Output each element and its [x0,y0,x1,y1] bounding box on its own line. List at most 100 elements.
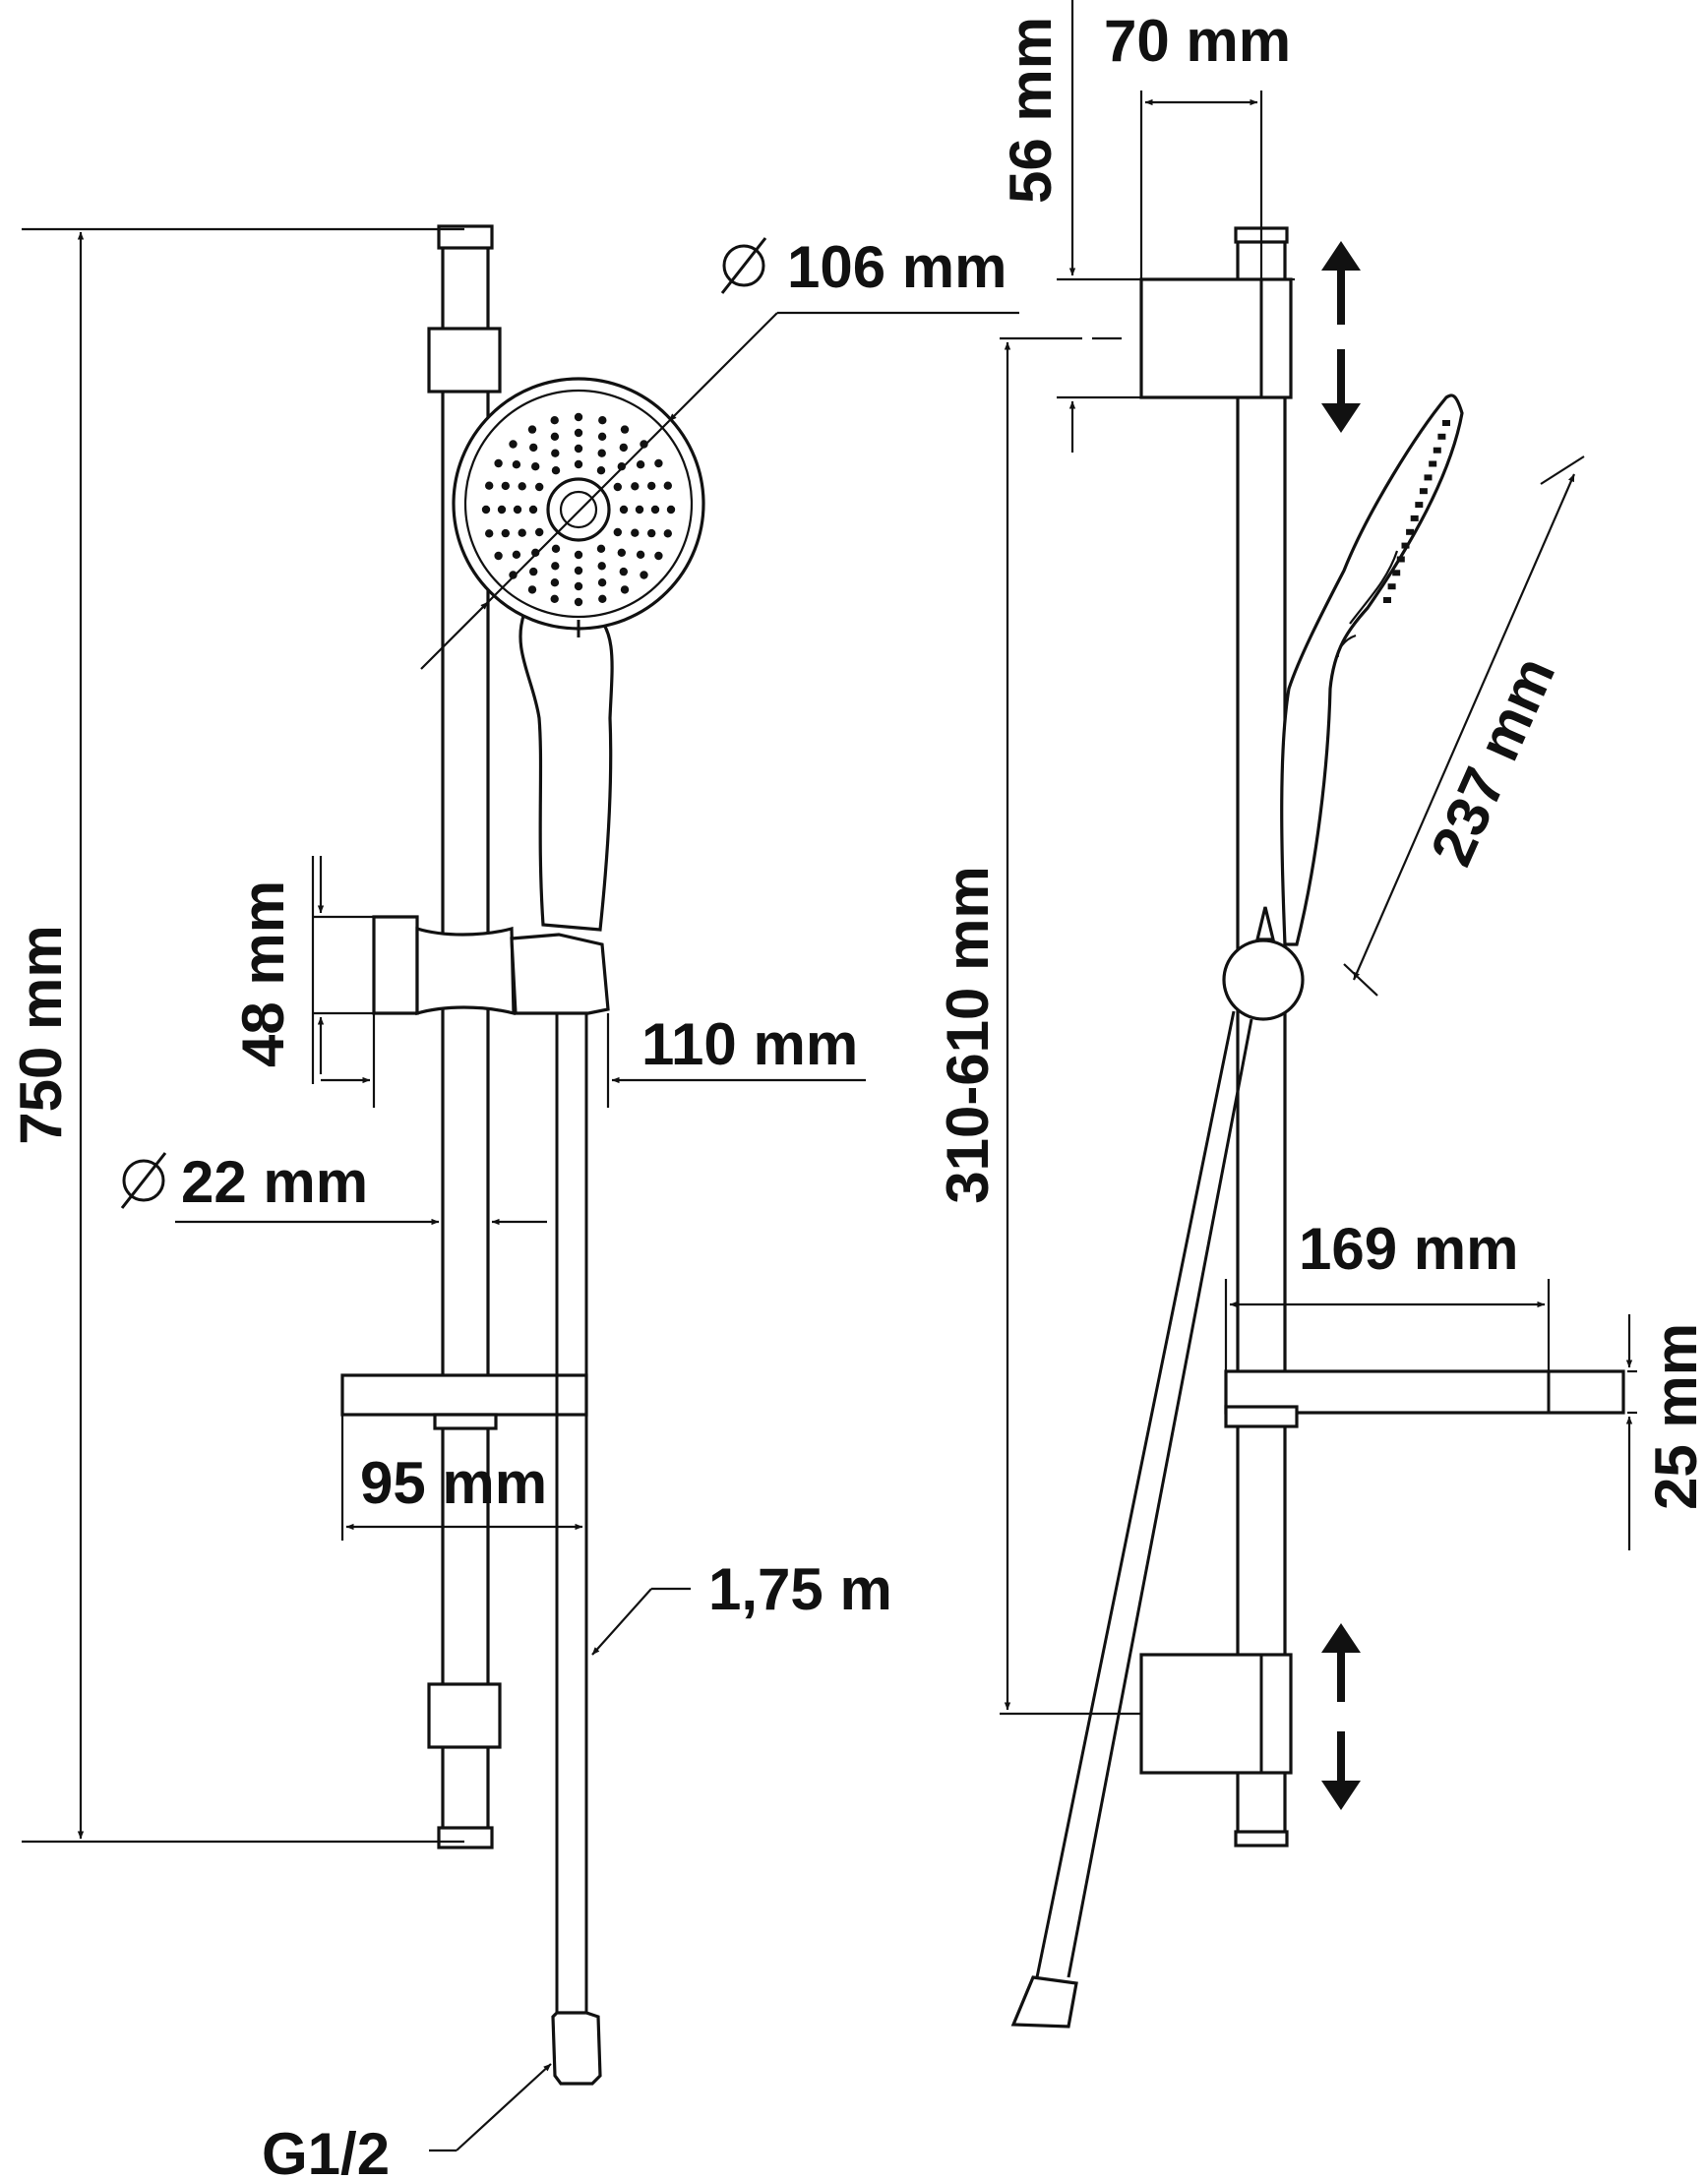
hand-shower-front [452,377,705,932]
spray-nozzle [550,594,559,603]
spray-nozzle [513,505,522,515]
spray-nozzle [529,567,538,576]
spray-nozzles [481,412,676,607]
spray-nozzle [550,578,560,587]
spray-nozzle-side [1415,502,1424,509]
shower-hose-front [555,1013,588,2013]
wall-bracket-top-side [1139,277,1295,399]
label-head-diameter: 106 mm [787,234,1006,300]
slide-rail-side [1236,232,1287,1844]
spray-nozzle [535,482,544,492]
dimension-lines [22,0,1637,2152]
spray-nozzle [531,462,540,471]
wall-bracket-top-front [427,327,502,394]
spray-nozzle [551,466,561,475]
spray-nozzle [529,443,538,453]
spray-nozzle [617,548,626,557]
spray-nozzle [550,432,560,441]
spray-nozzle [497,505,507,515]
spray-nozzle [501,528,510,538]
spray-nozzle [654,458,663,468]
diameter-symbol [120,237,767,1209]
spray-nozzle [666,505,676,515]
spray-nozzle [640,440,648,449]
spray-nozzle [574,581,583,591]
wall-bracket-bottom-front [427,1682,502,1749]
spray-nozzle [636,550,645,559]
spray-nozzle [574,597,583,607]
spray-nozzle [631,528,640,537]
spray-nozzle [551,562,560,571]
spray-nozzle-side [1406,528,1415,535]
spray-nozzle [501,481,510,491]
spray-nozzle-side [1401,542,1410,549]
spray-nozzle [574,566,583,575]
hose-connector-front [551,2011,602,2086]
rail-end-cap-bottom [437,1826,494,1849]
spray-nozzle-side [1442,420,1450,426]
label-rail-diameter: 22 mm [181,1149,368,1215]
spray-nozzle-side [1433,447,1441,454]
adjust-arrow-top [1321,241,1361,433]
spray-nozzle [647,528,656,538]
shower-head-center-ring [546,477,611,542]
front-view [340,224,705,2086]
spray-nozzle [598,416,607,425]
spray-nozzle [597,449,606,457]
spray-nozzle [527,585,537,594]
label-top-bracket-depth: 70 mm [1104,8,1291,74]
spray-nozzle [663,481,672,490]
spray-nozzle [485,529,494,538]
slider-holder-front [372,915,610,1016]
soap-dish-clamp [433,1413,498,1430]
spray-nozzle [647,481,656,491]
label-hose-length: 1,75 m [708,1556,892,1622]
spray-nozzle [512,550,521,559]
adjust-arrow-bottom [1321,1623,1361,1810]
spray-nozzle [654,551,663,561]
spray-nozzle [640,571,648,579]
shower-hose-side [1035,1010,1253,1978]
label-bracket-depth: 110 mm [641,1011,858,1077]
shower-head-face [463,389,694,619]
spray-nozzle [613,482,622,492]
spray-nozzle-side [1383,597,1391,603]
hose-connector-side [1010,1975,1078,2029]
spray-nozzle [494,458,503,468]
label-handshower-length: 237 mm [1418,647,1567,875]
spray-nozzle [596,466,606,475]
spray-nozzle [663,529,672,538]
spray-nozzle [635,505,644,515]
label-soap-dish-width: 95 mm [360,1450,547,1516]
spray-nozzle [512,460,521,469]
spray-nozzle [613,527,622,537]
label-bracket-height: 48 mm [230,880,296,1067]
dimension-labels: 750 mm 106 mm 48 mm 110 mm 22 mm 95 mm 1… [8,8,1708,2180]
spray-nozzle [531,548,540,557]
spray-nozzle [620,425,630,434]
label-soap-dish-depth: 169 mm [1299,1216,1518,1282]
spray-nozzle [574,459,583,469]
label-adjustable-range: 310-610 mm [935,866,1001,1204]
spray-nozzle [598,594,607,603]
spray-nozzle [574,444,583,454]
spray-nozzle [597,432,607,441]
spray-nozzle [650,505,660,515]
hand-shower-side [1280,394,1464,946]
soap-dish-side [1224,1369,1625,1428]
spray-nozzle [509,440,518,449]
spray-nozzle-side [1392,570,1401,576]
spray-nozzle [485,481,494,490]
spray-nozzle-side [1419,488,1428,495]
spray-nozzle [528,505,538,515]
spray-nozzle [535,527,544,537]
slider-knob-side [1222,939,1305,1021]
spray-nozzle-side [1429,460,1437,467]
spray-nozzle [518,482,526,491]
spray-nozzle [597,562,606,571]
spray-nozzle [596,544,606,553]
spray-nozzle [574,412,583,422]
spray-nozzle-side [1437,433,1446,440]
spray-nozzle [617,462,626,471]
